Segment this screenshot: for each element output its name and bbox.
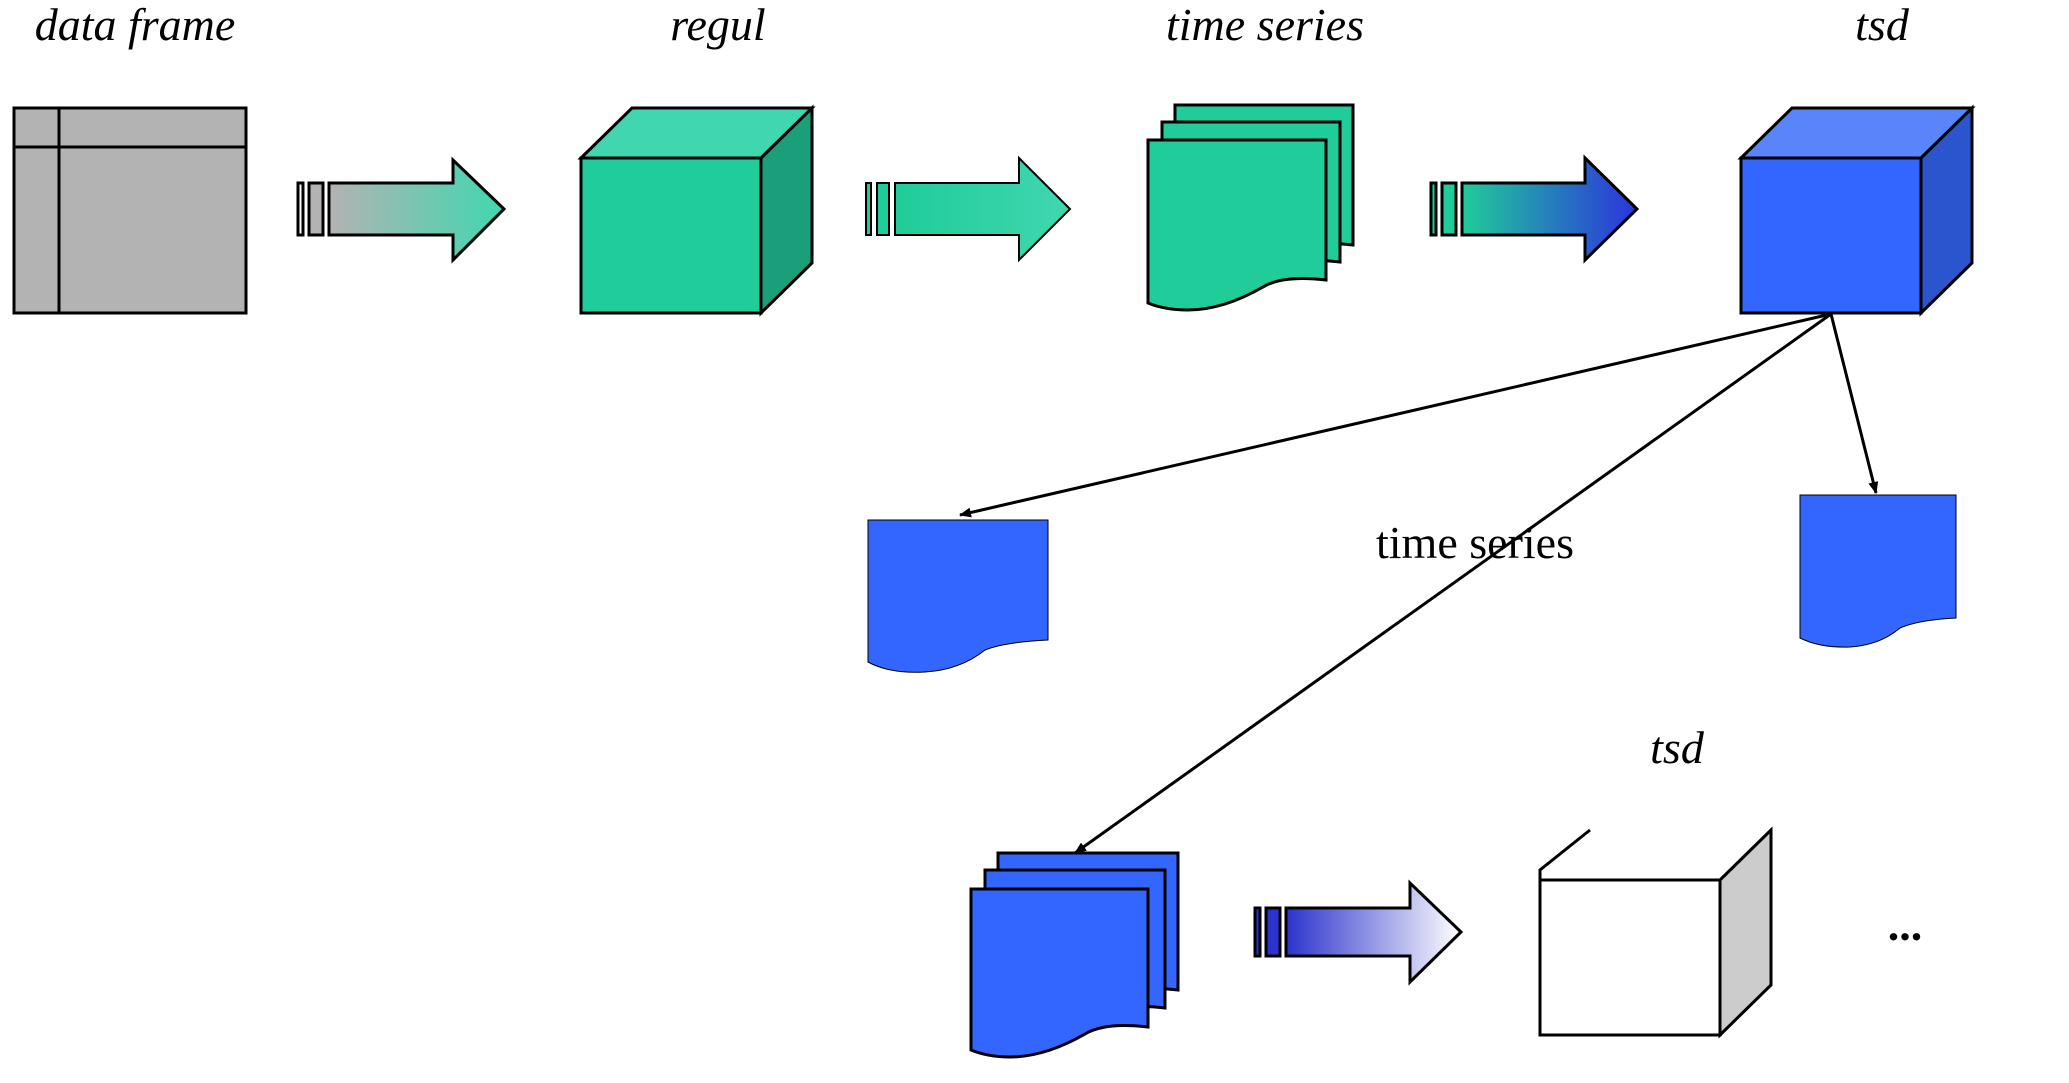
label-time-series-mid: time series [1376, 517, 1574, 568]
empty-tsd-cube-outline-icon [1538, 826, 1773, 1039]
flow-arrow-1-striped-arrow-icon [296, 156, 507, 264]
data-frame-table-icon [12, 106, 248, 315]
bottom-stacked-pages-icon [969, 851, 1180, 1059]
extract-arrows [959, 312, 1879, 855]
regul-cube-icon [577, 104, 816, 317]
series-page-right-page-icon [1799, 494, 1957, 648]
flow-arrow-2-striped-arrow-icon [865, 155, 1072, 263]
flow-arrow-3-striped-arrow-icon [1429, 154, 1640, 264]
label-regul: regul [670, 0, 765, 50]
label-tsd-top: tsd [1855, 0, 1910, 50]
label-time-series-top: time series [1166, 0, 1364, 50]
tsd-cube-icon [1737, 104, 1976, 317]
label-ellipsis: ... [1888, 899, 1923, 950]
label-tsd-bottom: tsd [1650, 722, 1705, 773]
series-page-left-page-icon [867, 519, 1049, 673]
flow-arrow-4-striped-arrow-icon [1253, 879, 1464, 986]
time-series-stacked-pages-icon [1146, 103, 1355, 312]
label-data-frame: data frame [35, 0, 236, 50]
